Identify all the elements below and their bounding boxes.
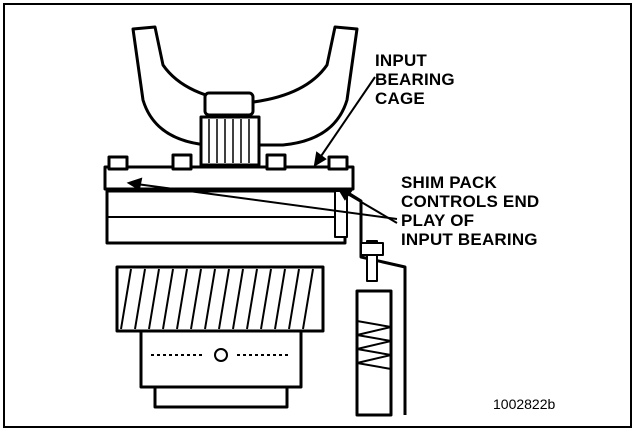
adjusting-screw [366,240,378,282]
figure-frame: INPUT BEARING CAGE SHIM PACK CONTROLS EN… [3,3,632,428]
label-input-bearing-cage: INPUT BEARING CAGE [375,51,455,108]
input-bearing-cage [103,165,355,191]
leader-cage [314,76,376,166]
transmission-illustration [103,25,407,417]
bolt-mid-right [265,153,287,171]
bolt-left [107,155,129,171]
hub-center-mark [214,348,228,362]
bolt-right [327,155,349,171]
figure-id: 1002822b [493,396,556,412]
lock-nut [360,242,384,256]
leader-shim-left [128,182,398,220]
lower-gear-teeth [153,385,289,409]
label-shim-pack: SHIM PACK CONTROLS END PLAY OF INPUT BEA… [401,173,540,249]
yoke-nut [203,91,255,117]
spring [356,320,392,370]
bolt-mid-left [171,153,193,171]
